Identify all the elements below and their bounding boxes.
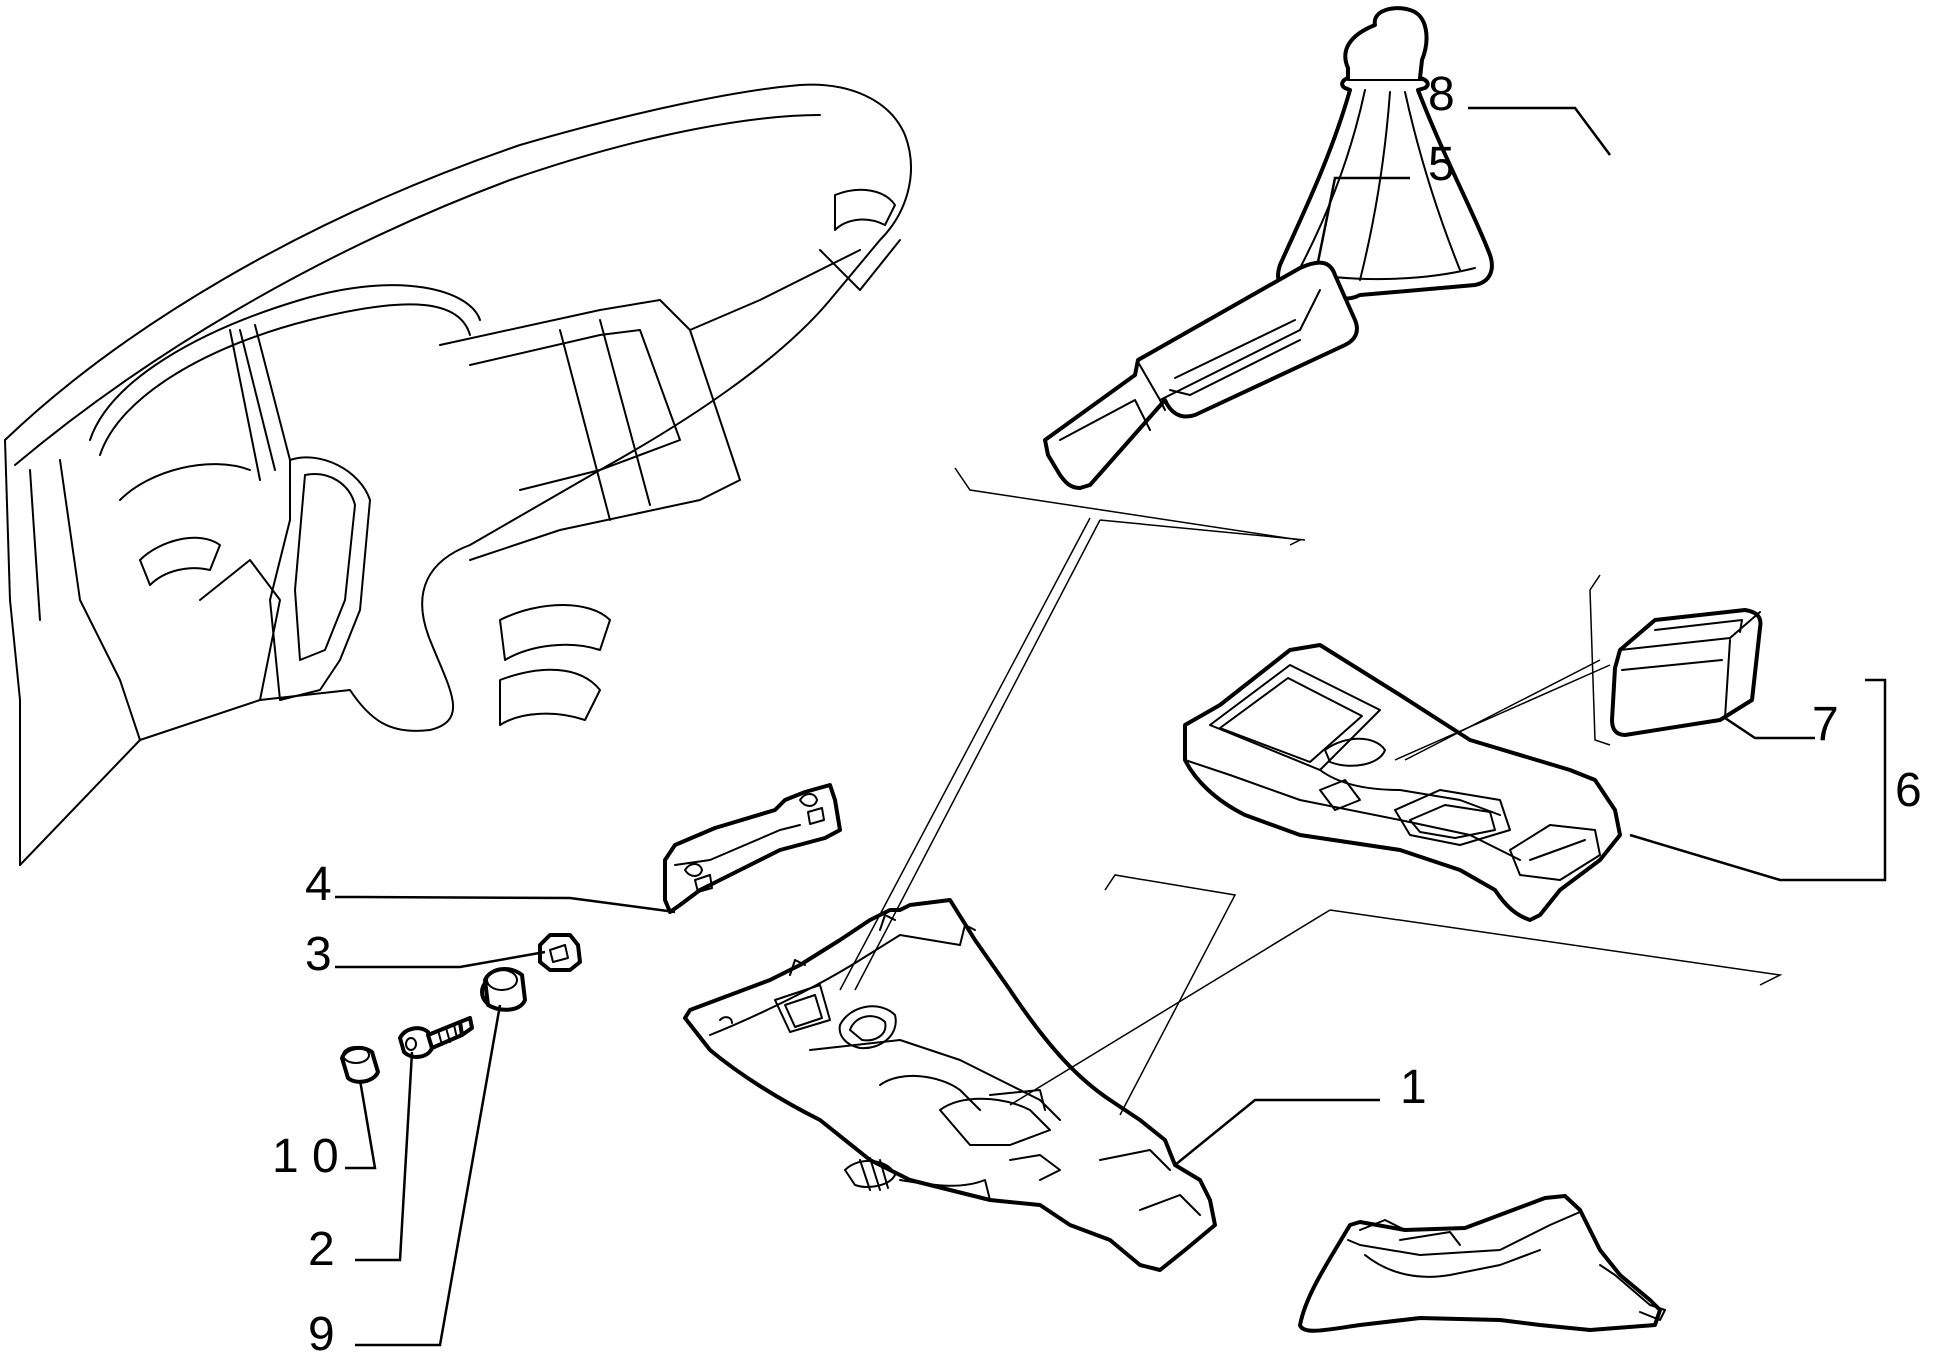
callout-2: 2 [308, 1223, 335, 1276]
leader-4 [335, 895, 676, 914]
leader-lines [335, 106, 1887, 1347]
callout-1: 1 [1400, 1061, 1427, 1114]
bushing-part-9 [480, 967, 527, 1012]
leader-5 [1316, 176, 1410, 263]
dashboard-outline [4, 83, 912, 866]
assembly-guide-lines [839, 467, 1783, 1116]
callout-6: 6 [1895, 764, 1922, 817]
center-console-part-1 [683, 898, 1217, 1272]
pocket-bracket-line [1589, 574, 1611, 746]
leader-10 [345, 1079, 377, 1170]
leader-1 [1174, 1098, 1380, 1166]
screw-part-2 [398, 1016, 474, 1059]
gear-lever-boot-part-8 [1276, 6, 1494, 301]
cap-part-10 [340, 1045, 380, 1084]
console-tray-part-5 [1043, 260, 1359, 490]
callout-9: 9 [308, 1308, 335, 1361]
callout-4: 4 [305, 858, 332, 911]
callout-3: 3 [305, 928, 332, 981]
leader-8 [1468, 106, 1612, 156]
lower-console-cover [1298, 1194, 1666, 1333]
upper-console-part-6 [1183, 643, 1622, 922]
leader-6-bracket [1629, 678, 1887, 882]
clip-part-3 [538, 933, 582, 972]
leader-3 [335, 950, 546, 969]
leader-2 [355, 1051, 414, 1262]
callout-8: 8 [1428, 68, 1455, 121]
bracket-part-4 [663, 783, 842, 914]
callout-10: 1 0 [272, 1130, 339, 1183]
leader-7 [1724, 716, 1815, 740]
callout-7: 7 [1812, 698, 1839, 751]
storage-pocket-part-7 [1610, 608, 1763, 737]
callout-labels: 8 5 7 6 1 4 3 1 0 2 9 [272, 68, 1922, 1361]
callout-5: 5 [1428, 138, 1455, 191]
leader-9 [355, 1004, 502, 1347]
